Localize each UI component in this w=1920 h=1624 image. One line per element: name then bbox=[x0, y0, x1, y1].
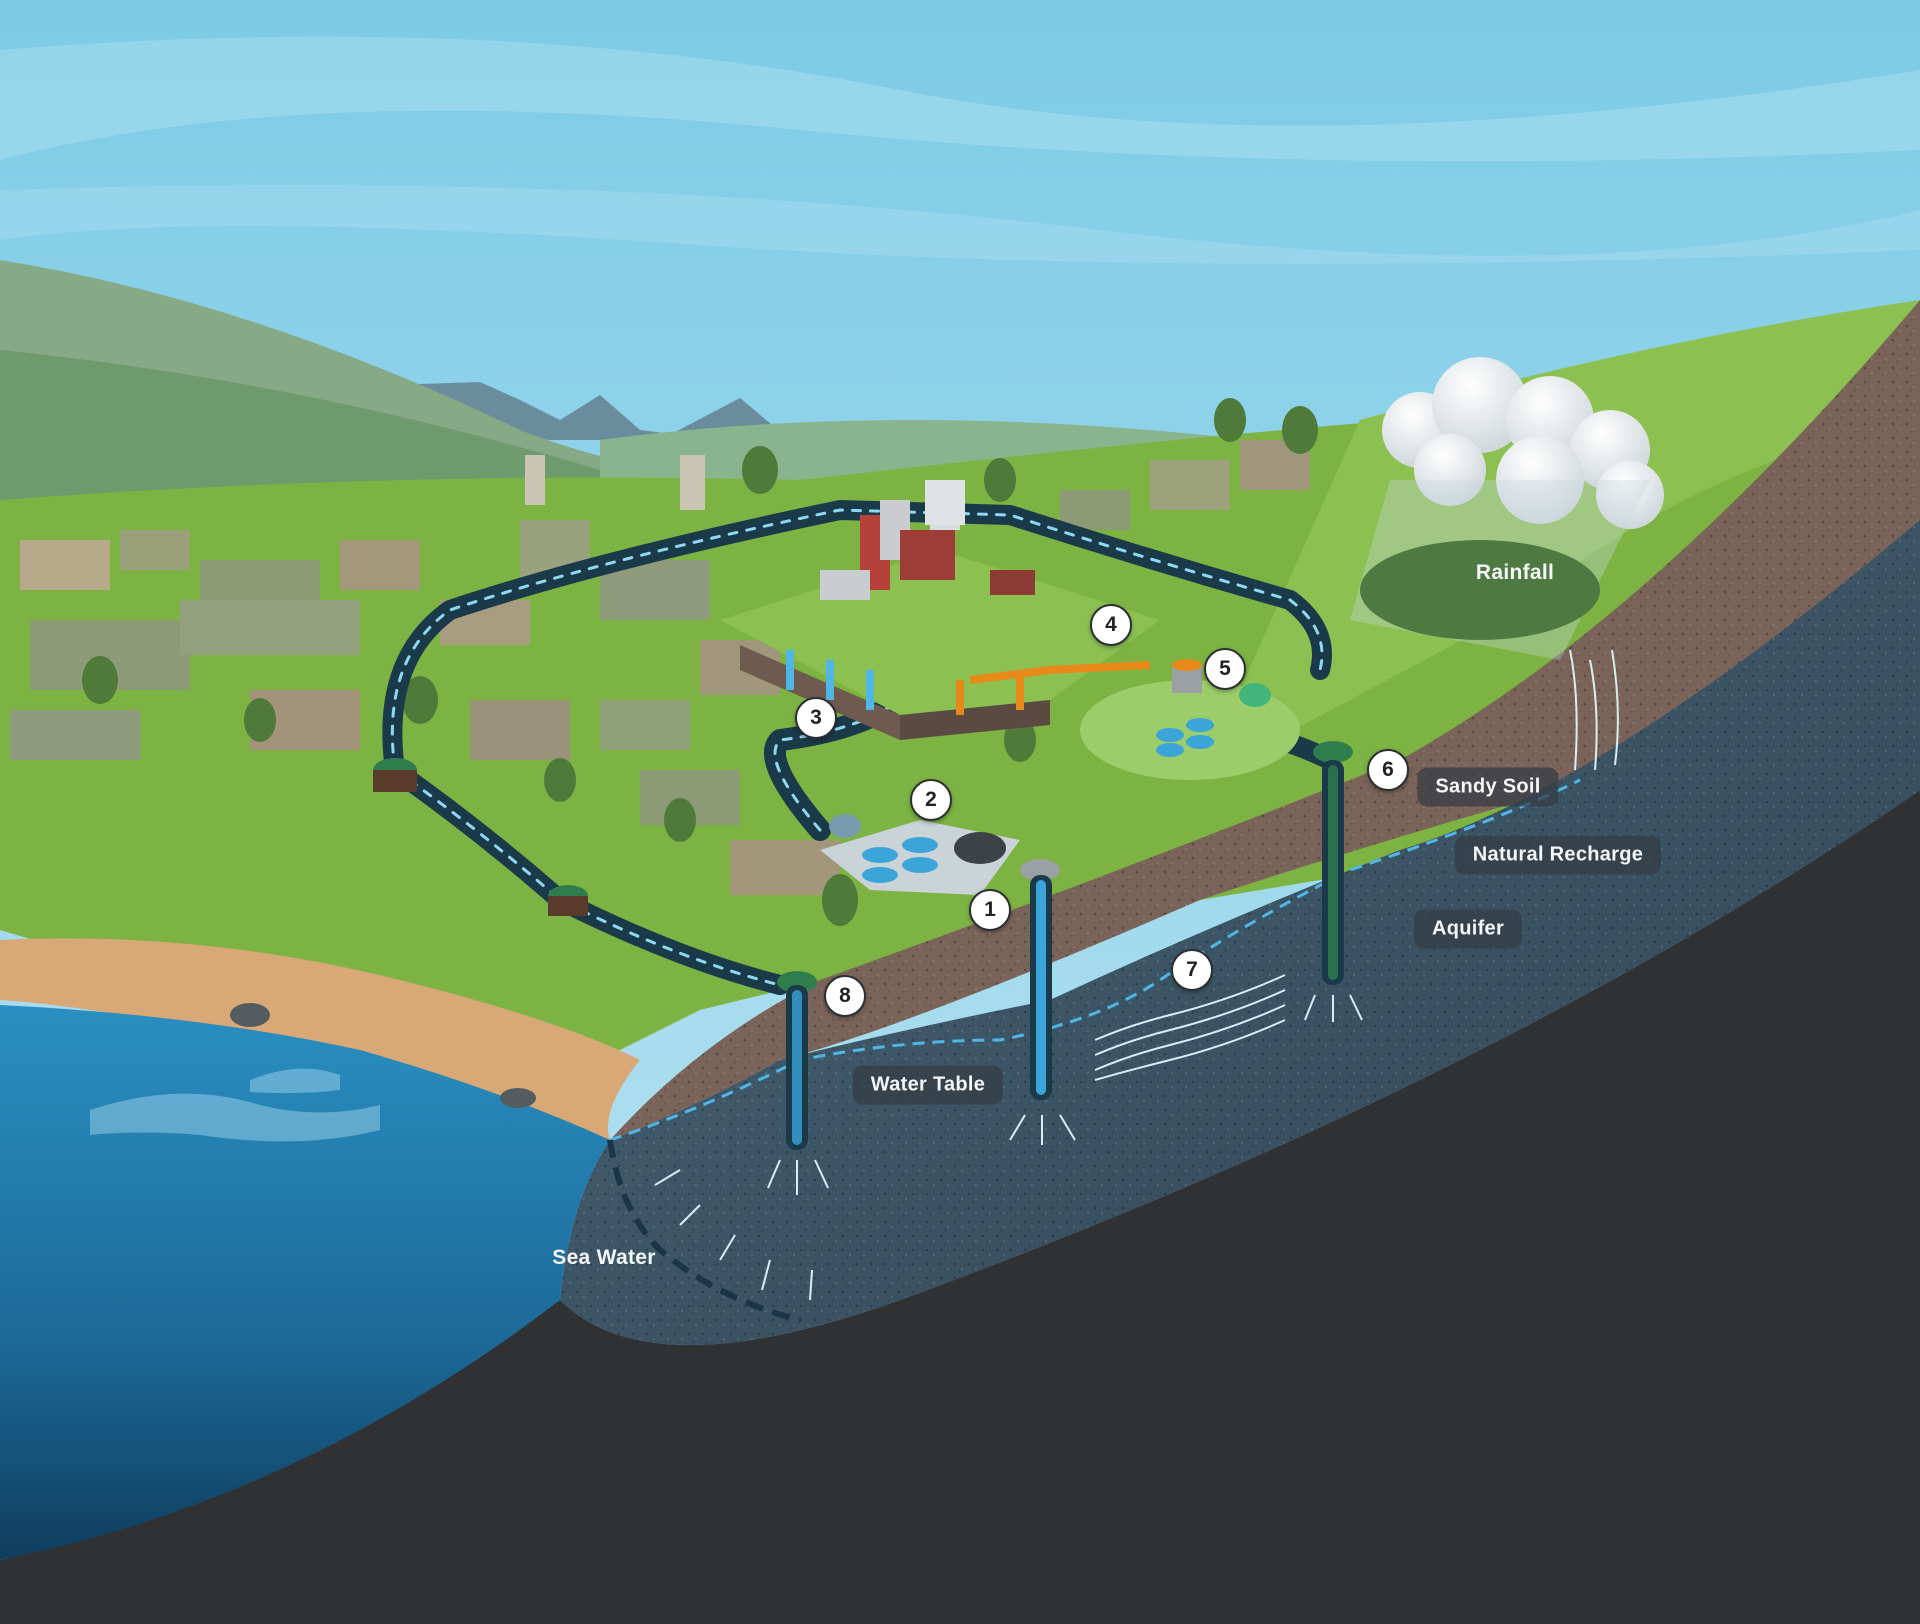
step-badge-2: 2 bbox=[910, 779, 952, 821]
wave bbox=[250, 1068, 340, 1094]
step-badge-1: 1 bbox=[969, 889, 1011, 931]
settling-pond bbox=[902, 837, 938, 853]
recharge-basin bbox=[1186, 735, 1214, 749]
well-intake-arrows bbox=[767, 994, 1363, 1195]
settling-pond bbox=[862, 867, 898, 883]
recharge-facility bbox=[1080, 680, 1300, 780]
industrial-buildings bbox=[820, 480, 1035, 600]
settling-pond bbox=[862, 847, 898, 863]
rainfall-label: Rainfall bbox=[1475, 561, 1555, 584]
wellheads bbox=[373, 741, 1353, 993]
rock bbox=[500, 1088, 536, 1108]
seawater-push-arrows bbox=[654, 1169, 813, 1301]
extraction-well-1 bbox=[1030, 875, 1052, 1100]
step-badge-6: 6 bbox=[1367, 749, 1409, 791]
recharge-basin bbox=[1156, 743, 1184, 757]
trees bbox=[82, 398, 1318, 926]
forest-patch bbox=[1360, 540, 1600, 640]
step-badge-3: 3 bbox=[795, 697, 837, 739]
bedrock bbox=[0, 790, 1920, 1624]
town bbox=[10, 440, 1310, 895]
step-badge-7: 7 bbox=[1171, 949, 1213, 991]
rain-cloud bbox=[1382, 357, 1664, 529]
aquifer-label: Aquifer bbox=[1413, 909, 1523, 949]
recharge-basin bbox=[1186, 718, 1214, 732]
storage-tank bbox=[954, 832, 1006, 864]
plateau-edge bbox=[900, 700, 1050, 740]
recharge-basin bbox=[1156, 728, 1184, 742]
step-badge-8: 8 bbox=[824, 975, 866, 1017]
sky-streak bbox=[0, 36, 1920, 162]
sandy-soil-label: Sandy Soil bbox=[1417, 767, 1559, 807]
sky-streak bbox=[0, 185, 1920, 264]
pump-house bbox=[829, 814, 861, 838]
wastewater-pipes bbox=[956, 661, 1151, 715]
pump-unit bbox=[1239, 683, 1271, 707]
sea bbox=[0, 1005, 610, 1560]
sea-water-label: Sea Water bbox=[552, 1246, 656, 1269]
natural-recharge-label: Natural Recharge bbox=[1454, 835, 1662, 875]
water-table-label: Water Table bbox=[852, 1065, 1004, 1105]
settling-pond bbox=[902, 857, 938, 873]
injection-well-6 bbox=[1322, 760, 1344, 985]
sea-water-interface bbox=[607, 1139, 801, 1323]
groundwater-flow-arrows bbox=[1094, 974, 1286, 1081]
rock bbox=[230, 1003, 270, 1027]
plateau-edge bbox=[740, 645, 900, 740]
step-badge-4: 4 bbox=[1090, 604, 1132, 646]
aquifer-texture bbox=[560, 520, 1920, 1345]
recharge-arrows bbox=[1569, 649, 1619, 771]
wave bbox=[90, 1093, 380, 1142]
water-table-line bbox=[609, 778, 1581, 1142]
hill-slope bbox=[1200, 300, 1920, 780]
recharge-tank-top bbox=[1172, 659, 1202, 671]
clean-water-pipes bbox=[786, 650, 874, 710]
step-badge-5: 5 bbox=[1204, 648, 1246, 690]
barrier-well-8 bbox=[786, 985, 808, 1150]
